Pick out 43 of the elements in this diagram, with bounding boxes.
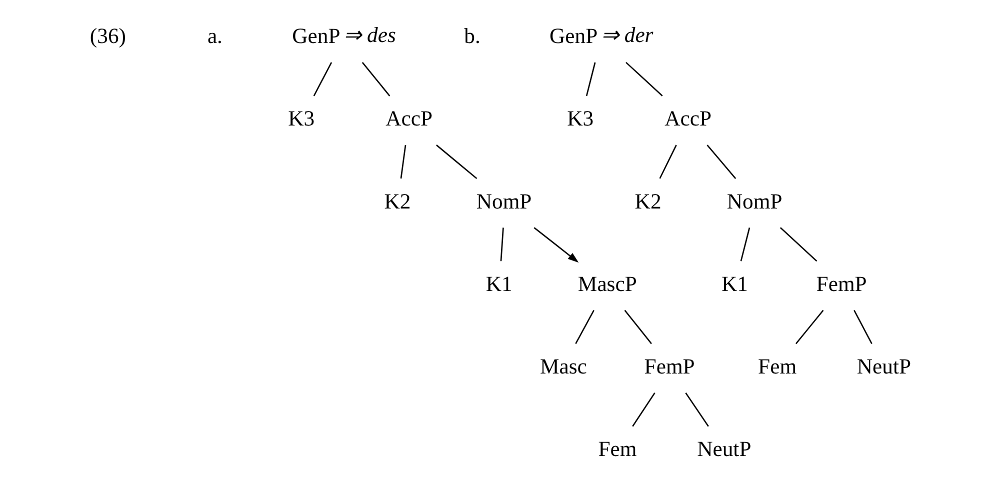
node-text: K1: [485, 272, 512, 296]
node-text: Fem: [598, 437, 636, 462]
connector: [632, 392, 655, 427]
node-label: ⇒ des: [343, 22, 396, 47]
node-text: AccP: [664, 106, 712, 131]
label: a.: [206, 24, 222, 48]
node-text: FemP: [816, 272, 866, 296]
arrow: [533, 227, 578, 263]
node-text: K2: [634, 189, 661, 214]
node-text: K3: [288, 106, 314, 131]
node-text: Masc: [540, 354, 586, 379]
label: (36): [89, 24, 126, 48]
connector: [574, 310, 594, 344]
node-text: FemP: [644, 354, 694, 379]
node-text: NomP: [726, 189, 782, 214]
node-text: NomP: [476, 189, 532, 214]
node-text: GenP: [292, 24, 340, 48]
node-text: GenP: [548, 24, 598, 48]
node-text: K2: [384, 189, 410, 214]
node-text: K1: [720, 272, 748, 296]
connector: [658, 144, 676, 179]
node-text: NeutP: [856, 354, 911, 379]
connector: [794, 310, 824, 344]
connector: [361, 62, 390, 96]
node-text: K3: [566, 106, 594, 131]
connector: [706, 144, 736, 179]
connector: [312, 62, 332, 96]
connector: [779, 227, 817, 262]
connector: [740, 228, 750, 262]
node-text: AccP: [385, 106, 432, 131]
connector: [625, 62, 662, 96]
connector: [853, 310, 872, 344]
node-label: ⇒ der: [600, 22, 653, 47]
connector: [400, 144, 406, 179]
node-text: NeutP: [696, 437, 751, 462]
node-text: Fem: [758, 354, 796, 379]
connector: [684, 392, 708, 427]
connector: [624, 310, 652, 344]
label: b.: [464, 24, 480, 48]
node-text: MascP: [577, 272, 636, 296]
connector: [585, 62, 596, 96]
connector: [500, 228, 504, 262]
connector: [436, 144, 477, 180]
